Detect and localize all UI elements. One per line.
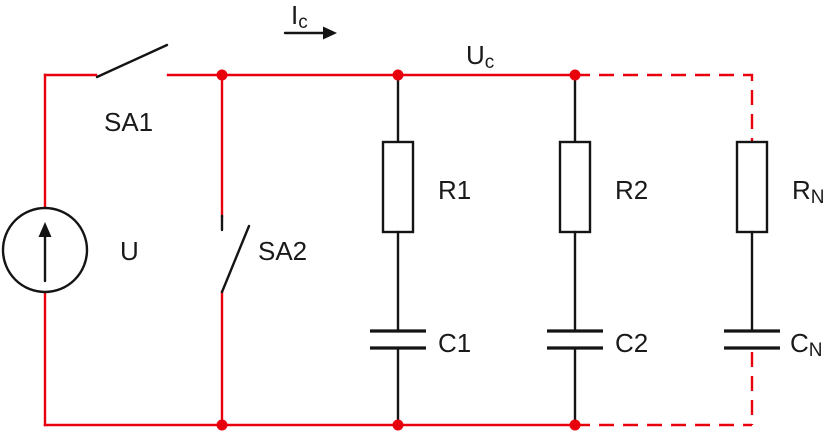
branch-n: [724, 140, 780, 350]
resistor-rn: [735, 140, 769, 234]
current-arrow: [283, 26, 337, 40]
resistor-r2: [558, 140, 592, 234]
node-bottom-sa2: [216, 419, 228, 431]
label-rn-main: R: [792, 175, 811, 205]
resistor-r1: [381, 140, 415, 234]
label-source-u: U: [120, 236, 139, 266]
label-r1: R1: [438, 175, 471, 205]
label-uc: Uc: [466, 40, 494, 73]
label-c1: C1: [438, 328, 471, 358]
label-rn: RN: [792, 175, 825, 208]
label-rn-sub: N: [811, 187, 825, 208]
label-uc-main: U: [466, 40, 485, 70]
label-r2: R2: [615, 175, 648, 205]
label-c2: C2: [615, 328, 648, 358]
label-uc-sub: c: [485, 52, 495, 73]
label-ic-main: I: [291, 0, 298, 30]
source-symbol: [1, 206, 89, 294]
label-cn-main: C: [790, 328, 809, 358]
branch-2: [547, 73, 603, 427]
sa1-switch-blade: [95, 43, 169, 79]
node-bottom-branch2: [569, 419, 581, 431]
node-top-branch1: [392, 69, 404, 81]
label-cn-sub: N: [809, 340, 823, 361]
label-ic-sub: c: [298, 12, 308, 33]
source-arrow-head-icon: [38, 222, 52, 237]
wire-top-dashed: [575, 73, 754, 142]
label-ic: Ic: [291, 0, 308, 33]
junction-nodes: [216, 69, 581, 431]
label-sa1: SA1: [104, 107, 153, 137]
node-top-branch2: [569, 69, 581, 81]
top-rail: [43, 73, 754, 142]
current-arrow-head-icon: [323, 26, 337, 40]
sa2-branch: [220, 73, 251, 427]
sa2-switch-blade: [220, 224, 251, 294]
label-sa2: SA2: [258, 236, 307, 266]
branch-1: [370, 73, 426, 427]
label-cn: CN: [790, 328, 823, 361]
node-bottom-branch1: [392, 419, 404, 431]
bottom-rail: [43, 352, 754, 427]
node-top-sa2: [216, 69, 228, 81]
